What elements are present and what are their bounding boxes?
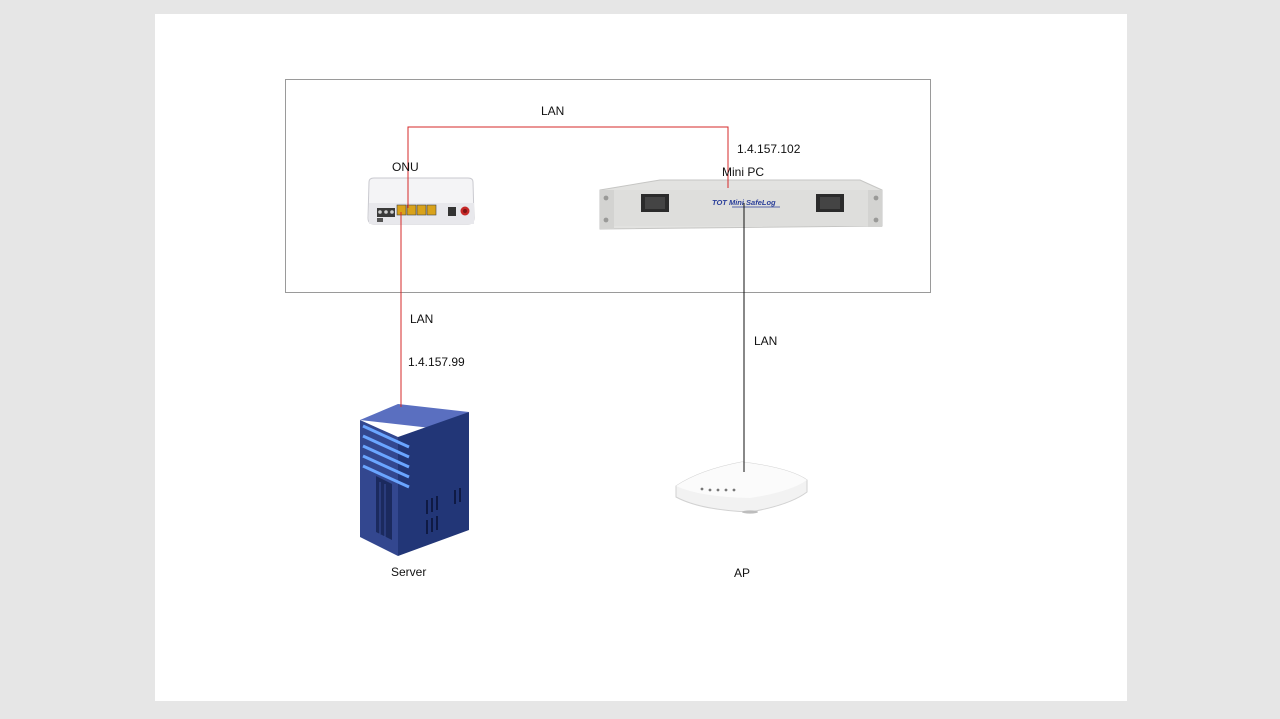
link-label-minipc-ap: LAN [754,334,777,348]
link-label-onu-server: LAN [410,312,433,326]
server-tower-icon [360,404,469,556]
site-boundary-frame [285,79,931,293]
onu-router-icon [367,177,475,225]
minipc-ip-label: 1.4.157.102 [737,142,801,156]
link-label-onu-minipc: LAN [541,104,564,118]
minipc-label: Mini PC [722,165,764,179]
slide-canvas [155,14,1127,701]
access-point-icon [675,461,808,514]
server-ip-label: 1.4.157.99 [408,355,465,369]
link-onu-minipc [407,126,729,208]
server-label: Server [391,565,426,579]
onu-label: ONU [392,160,419,174]
mini-pc-brand-text: TOT Mini SafeLog [712,198,776,207]
rack-mini-pc-icon: TOT Mini SafeLog [599,179,883,230]
ap-label: AP [734,566,750,580]
